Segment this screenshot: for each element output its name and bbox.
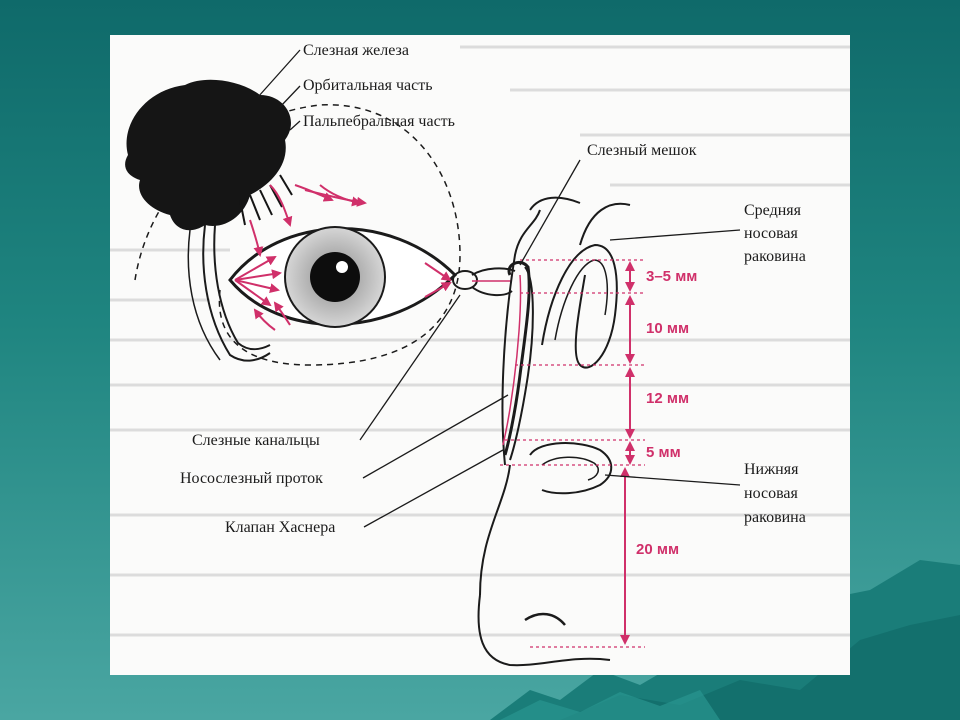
middle-nasal-concha [541, 243, 618, 369]
measurement-10mm: 10 мм [646, 320, 690, 337]
lacrimal-sac [503, 261, 531, 456]
label-palpebral-part: Пальпебральная часть [303, 113, 455, 130]
label-inferior-concha-3: раковина [744, 509, 806, 526]
label-hasner-valve: Клапан Хаснера [225, 519, 336, 536]
measurement-12mm: 12 мм [646, 390, 690, 407]
pupil [310, 252, 360, 302]
inferior-nasal-concha [529, 442, 613, 495]
label-lacrimal-gland: Слезная железа [303, 42, 409, 59]
label-orbital-part: Орбитальная часть [303, 77, 433, 94]
label-nasolacrimal-duct: Носослезный проток [180, 470, 323, 487]
label-middle-concha-3: раковина [744, 248, 806, 265]
nasal-wall [501, 209, 541, 466]
measurement-5mm: 5 мм [646, 444, 681, 461]
lacrimal-system-diagram [125, 49, 741, 667]
label-inferior-concha-1: Нижняя [744, 461, 799, 478]
label-middle-concha-2: носовая [744, 225, 798, 242]
measurement-3-5mm: 3–5 мм [646, 268, 698, 285]
label-middle-concha-1: Средняя [744, 202, 801, 219]
measurement-20mm: 20 мм [636, 541, 680, 558]
label-inferior-concha-2: носовая [744, 485, 798, 502]
nose-outline [477, 594, 611, 667]
diagram-paper: Слезная железа Орбитальная часть Пальпеб… [110, 35, 850, 675]
lacrimal-gland-shape [125, 79, 291, 231]
label-canaliculi: Слезные канальцы [192, 432, 320, 449]
label-lacrimal-sac: Слезный мешок [587, 142, 697, 159]
